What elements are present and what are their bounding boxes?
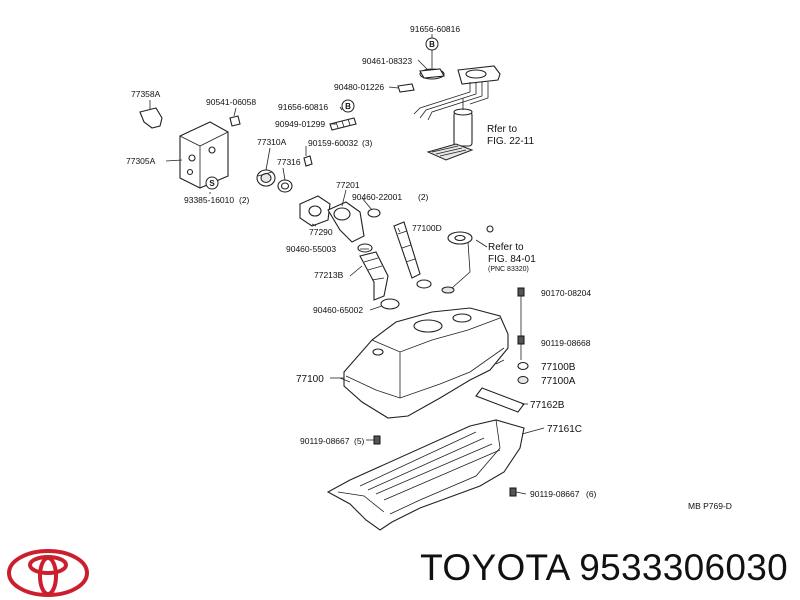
label-90460-55003: 90460-55003 xyxy=(286,244,336,254)
badge-b-top: B xyxy=(425,37,439,51)
label-91656-top: 91656-60816 xyxy=(410,24,460,34)
label-77290: 77290 xyxy=(309,227,333,237)
brand-part-title: TOYOTA 9533306030 xyxy=(420,547,788,589)
label-90119-left-qty: (5) xyxy=(354,436,365,446)
label-90159: 90159-60032 xyxy=(308,138,358,148)
label-93385: 93385-16010 xyxy=(184,195,234,205)
tank-protector-77161c xyxy=(326,387,525,531)
label-90119-left: 90119-08667 xyxy=(300,436,350,446)
label-90460-22001: 90460-22001 xyxy=(352,192,402,202)
label-90119-bottom-qty: (6) xyxy=(586,489,597,499)
badge-b-mid: B xyxy=(341,99,355,113)
brand-name: TOYOTA xyxy=(420,547,569,588)
fuel-pump-assembly xyxy=(397,65,501,161)
svg-text:S: S xyxy=(209,179,215,188)
label-77213b: 77213B xyxy=(314,270,344,280)
ref-note-2-line2: FIG. 84-01 xyxy=(488,254,536,265)
leader-lines xyxy=(149,34,545,495)
label-77162b: 77162B xyxy=(530,400,565,411)
label-90461: 90461-08323 xyxy=(362,56,412,66)
label-90170: 90170-08204 xyxy=(541,288,591,298)
ref-note-2-line3: (PNC 83320) xyxy=(488,266,529,273)
label-91656-mid: 91656-60816 xyxy=(278,102,328,112)
filler-neck-assembly xyxy=(299,195,494,310)
label-77305a: 77305A xyxy=(126,156,156,166)
label-90460-22001-qty: (2) xyxy=(418,192,429,202)
toyota-logo-icon xyxy=(7,549,89,597)
filter-assembly xyxy=(139,107,357,193)
label-90119-top: 90119-08668 xyxy=(541,338,591,348)
brand-footer: TOYOTA 9533306030 xyxy=(0,540,800,600)
label-77100: 77100 xyxy=(296,374,324,385)
badge-s: S xyxy=(205,176,219,190)
svg-text:B: B xyxy=(429,40,435,49)
label-90480: 90480-01226 xyxy=(334,82,384,92)
label-90541: 90541-06058 xyxy=(206,97,256,107)
fuel-tank-77100 xyxy=(339,307,509,419)
ref-note-1-line2: FIG. 22-11 xyxy=(487,136,534,147)
svg-text:B: B xyxy=(345,102,351,111)
label-77358a: 77358A xyxy=(131,89,161,99)
label-77100a: 77100A xyxy=(541,376,576,387)
label-90949: 90949-01299 xyxy=(275,119,325,129)
label-93385-qty: (2) xyxy=(239,195,250,205)
ref-note-1-line1: Rfer to xyxy=(487,124,517,135)
label-77100d: 77100D xyxy=(412,223,442,233)
ref-note-2-line1: Refer to xyxy=(488,242,524,253)
diagram-code: MB P769-D xyxy=(688,501,732,511)
label-90159-qty: (3) xyxy=(362,138,373,148)
label-77161c: 77161C xyxy=(547,424,582,435)
label-77310a: 77310A xyxy=(257,137,287,147)
label-77201: 77201 xyxy=(336,180,360,190)
label-77100b: 77100B xyxy=(541,362,576,373)
part-number: 9533306030 xyxy=(579,547,788,588)
label-77316: 77316 xyxy=(277,157,301,167)
label-90460-65002: 90460-65002 xyxy=(313,305,363,315)
label-90119-bottom: 90119-08667 xyxy=(530,489,580,499)
